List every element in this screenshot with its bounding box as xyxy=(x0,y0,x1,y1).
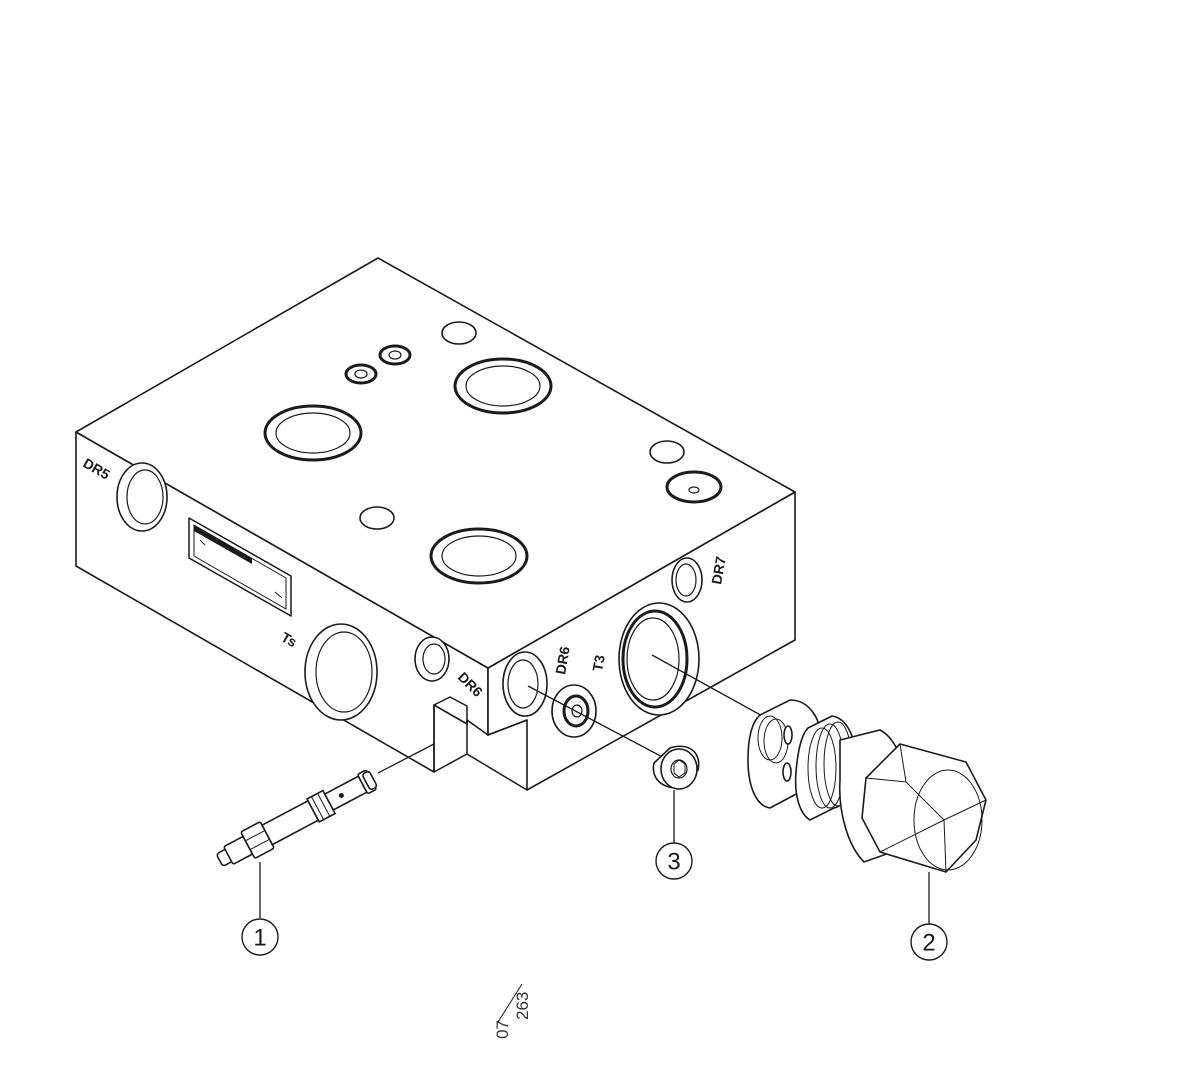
label-dr7: DR7 xyxy=(708,555,729,586)
drawing-reference: 07 263 xyxy=(493,983,532,1039)
top-port-large-upper xyxy=(453,357,553,415)
label-dr-front: DR6 xyxy=(552,645,573,676)
top-dowel-hole-c xyxy=(649,440,685,464)
label-ts: Ts xyxy=(279,629,300,651)
top-port-small-b xyxy=(378,344,412,366)
top-port-large-left xyxy=(263,404,363,462)
callout-1: 1 xyxy=(241,862,279,956)
top-dowel-hole-b xyxy=(359,506,395,530)
name-plate xyxy=(188,517,292,617)
block-slot-notch xyxy=(433,704,468,773)
part-2-relief-valve xyxy=(747,699,987,873)
callout-3-label: 3 xyxy=(667,849,680,876)
part-1-valve-cartridge xyxy=(216,769,378,867)
assembly-line-part-2 xyxy=(651,654,767,719)
label-t3: T3 xyxy=(589,653,608,672)
port-dr6 xyxy=(414,636,450,682)
top-port-plugged xyxy=(665,470,723,504)
assembly-line-part-3 xyxy=(527,685,673,763)
callout-1-label: 1 xyxy=(253,925,266,952)
callout-2: 2 xyxy=(910,872,948,961)
top-port-large-lower xyxy=(429,527,529,585)
port-dr-front xyxy=(502,651,548,717)
drawing-ref-denominator: 263 xyxy=(513,992,532,1020)
drawing-ref-numerator: 07 xyxy=(493,1020,512,1039)
block-top-face xyxy=(75,257,796,669)
callout-2-label: 2 xyxy=(922,930,935,957)
port-dr5 xyxy=(116,462,168,532)
port-dr7 xyxy=(671,557,703,603)
assembly-line-part-1 xyxy=(377,743,435,774)
callout-3: 3 xyxy=(655,790,693,880)
port-ts xyxy=(304,623,378,721)
top-port-small-a xyxy=(344,363,378,385)
top-dowel-hole-a xyxy=(441,321,477,345)
part-3-plug-screw xyxy=(652,745,700,790)
valve-block xyxy=(75,257,796,791)
